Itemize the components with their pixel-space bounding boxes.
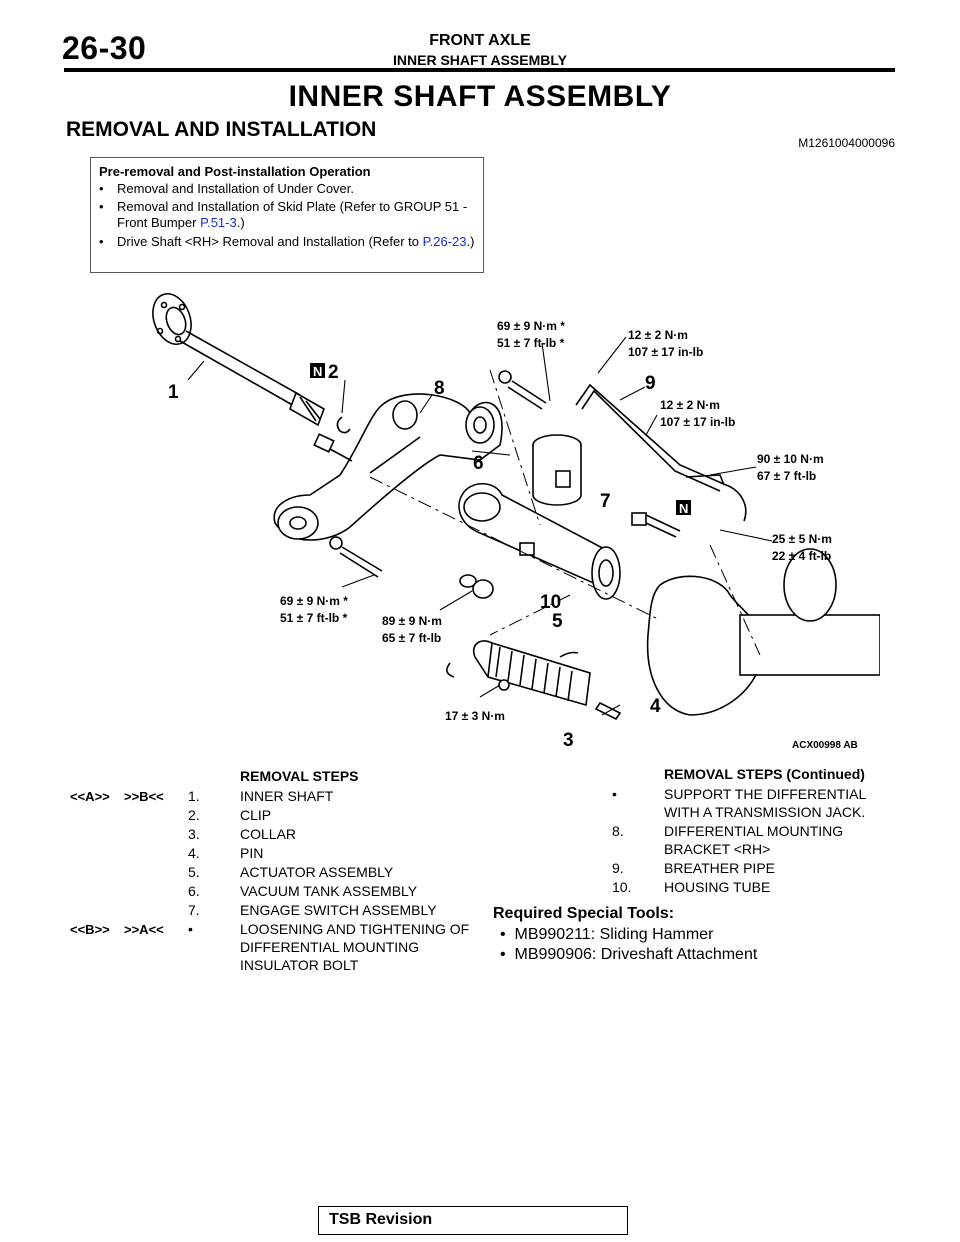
removal-steps-continued-title: REMOVAL STEPS (Continued) — [664, 766, 865, 782]
new-part-mark-icon — [310, 363, 325, 378]
torque-label: 90 ± 10 N·m — [757, 452, 824, 466]
new-part-mark: N — [679, 501, 688, 516]
part-number-9: 9 — [645, 373, 656, 394]
page-number: 26-30 — [62, 30, 147, 66]
torque-label: 25 ± 5 N·m — [772, 532, 832, 546]
illustration-code: ACX00998 AB — [792, 740, 858, 750]
torque-label: 69 ± 9 N·m * — [497, 319, 565, 333]
required-tools-title: Required Special Tools: — [493, 905, 675, 922]
torque-label: 67 ± 7 ft-lb — [757, 469, 816, 483]
collar-illustration — [498, 679, 510, 691]
torque-label: 65 ± 7 ft-lb — [382, 631, 441, 645]
exploded-diagram: N N 1 2 3 4 5 6 7 8 9 10 69 ± 9 N·m * 51… — [152, 293, 880, 750]
part-number-1: 1 — [168, 382, 179, 403]
part-number-3: 3 — [563, 730, 574, 750]
torque-label: 22 ± 4 ft-lb — [772, 549, 831, 563]
service-point-tag: <<A>> — [70, 789, 110, 804]
page-title: INNER SHAFT ASSEMBLY — [288, 80, 672, 113]
breather-pipe-illustration — [575, 383, 747, 522]
torque-label: 89 ± 9 N·m — [382, 614, 442, 628]
new-part-mark-icon — [676, 500, 691, 515]
part-number-4: 4 — [650, 696, 661, 717]
pre-item-text: Removal and Installation of Skid Plate (… — [117, 199, 468, 230]
differential-illustration — [646, 548, 880, 716]
pre-removal-heading: Pre-removal and Post-installation Operat… — [99, 164, 371, 179]
header-rule — [64, 68, 895, 72]
pre-item-tail: .) — [236, 215, 245, 230]
torque-label: 17 ± 3 N·m — [445, 709, 505, 723]
service-point-tag: >>A<< — [124, 922, 164, 937]
footer-text: TSB Revision — [329, 1211, 433, 1228]
pin-illustration — [594, 701, 622, 721]
pre-item-text: Drive Shaft <RH> Removal and Installatio… — [117, 234, 423, 249]
torque-label: 51 ± 7 ft-lb * — [497, 336, 565, 350]
bullet: • — [500, 946, 515, 963]
part-number-8: 8 — [434, 378, 445, 399]
bullet: • — [99, 181, 104, 196]
leader-lines — [187, 336, 773, 716]
new-part-mark: N — [313, 364, 322, 379]
footer-box: TSB Revision — [318, 1206, 628, 1235]
page-reference-link[interactable]: P.51-3 — [200, 215, 237, 230]
tool-item: • MB990211: Sliding Hammer — [500, 926, 714, 943]
part-number-6: 6 — [473, 453, 484, 474]
page-reference-link[interactable]: P.26-23 — [422, 234, 467, 249]
actuator-illustration — [446, 640, 591, 707]
header-subsection-title: INNER SHAFT ASSEMBLY — [393, 52, 567, 68]
inner-shaft-illustration — [152, 293, 325, 427]
torque-label: 12 ± 2 N·m — [628, 328, 688, 342]
torque-label: 12 ± 2 N·m — [660, 398, 720, 412]
mounting-bracket-illustration — [273, 393, 503, 541]
bullet: • — [99, 199, 104, 214]
part-number-10: 10 — [540, 592, 561, 613]
document-code: M1261004000096 — [798, 136, 895, 150]
bullet: • — [99, 234, 104, 249]
part-number-2: 2 — [328, 362, 339, 383]
torque-label: 107 ± 17 in-lb — [660, 415, 735, 429]
bolt-illustration — [313, 370, 681, 599]
housing-tube-illustration — [458, 482, 621, 600]
part-number-5: 5 — [552, 611, 563, 632]
part-number-7: 7 — [600, 491, 611, 512]
section-title: REMOVAL AND INSTALLATION — [66, 118, 377, 141]
centerlines — [369, 369, 761, 656]
clip-illustration — [336, 416, 351, 434]
pre-removal-box: Pre-removal and Post-installation Operat… — [90, 157, 484, 273]
service-point-tag: >>B<< — [124, 789, 164, 804]
bullet: • — [500, 926, 515, 943]
service-point-tag: <<B>> — [70, 922, 110, 937]
removal-steps-title: REMOVAL STEPS — [240, 768, 359, 784]
tool-item: • MB990906: Driveshaft Attachment — [500, 946, 758, 963]
header-section-title: FRONT AXLE — [429, 32, 531, 49]
torque-label: 69 ± 9 N·m * — [280, 594, 348, 608]
pre-item-tail: .) — [466, 234, 475, 249]
torque-label: 51 ± 7 ft-lb * — [280, 611, 348, 625]
pre-item-text: Removal and Installation of Under Cover. — [117, 181, 355, 196]
torque-label: 107 ± 17 in-lb — [628, 345, 703, 359]
vacuum-tank-illustration — [532, 434, 582, 506]
